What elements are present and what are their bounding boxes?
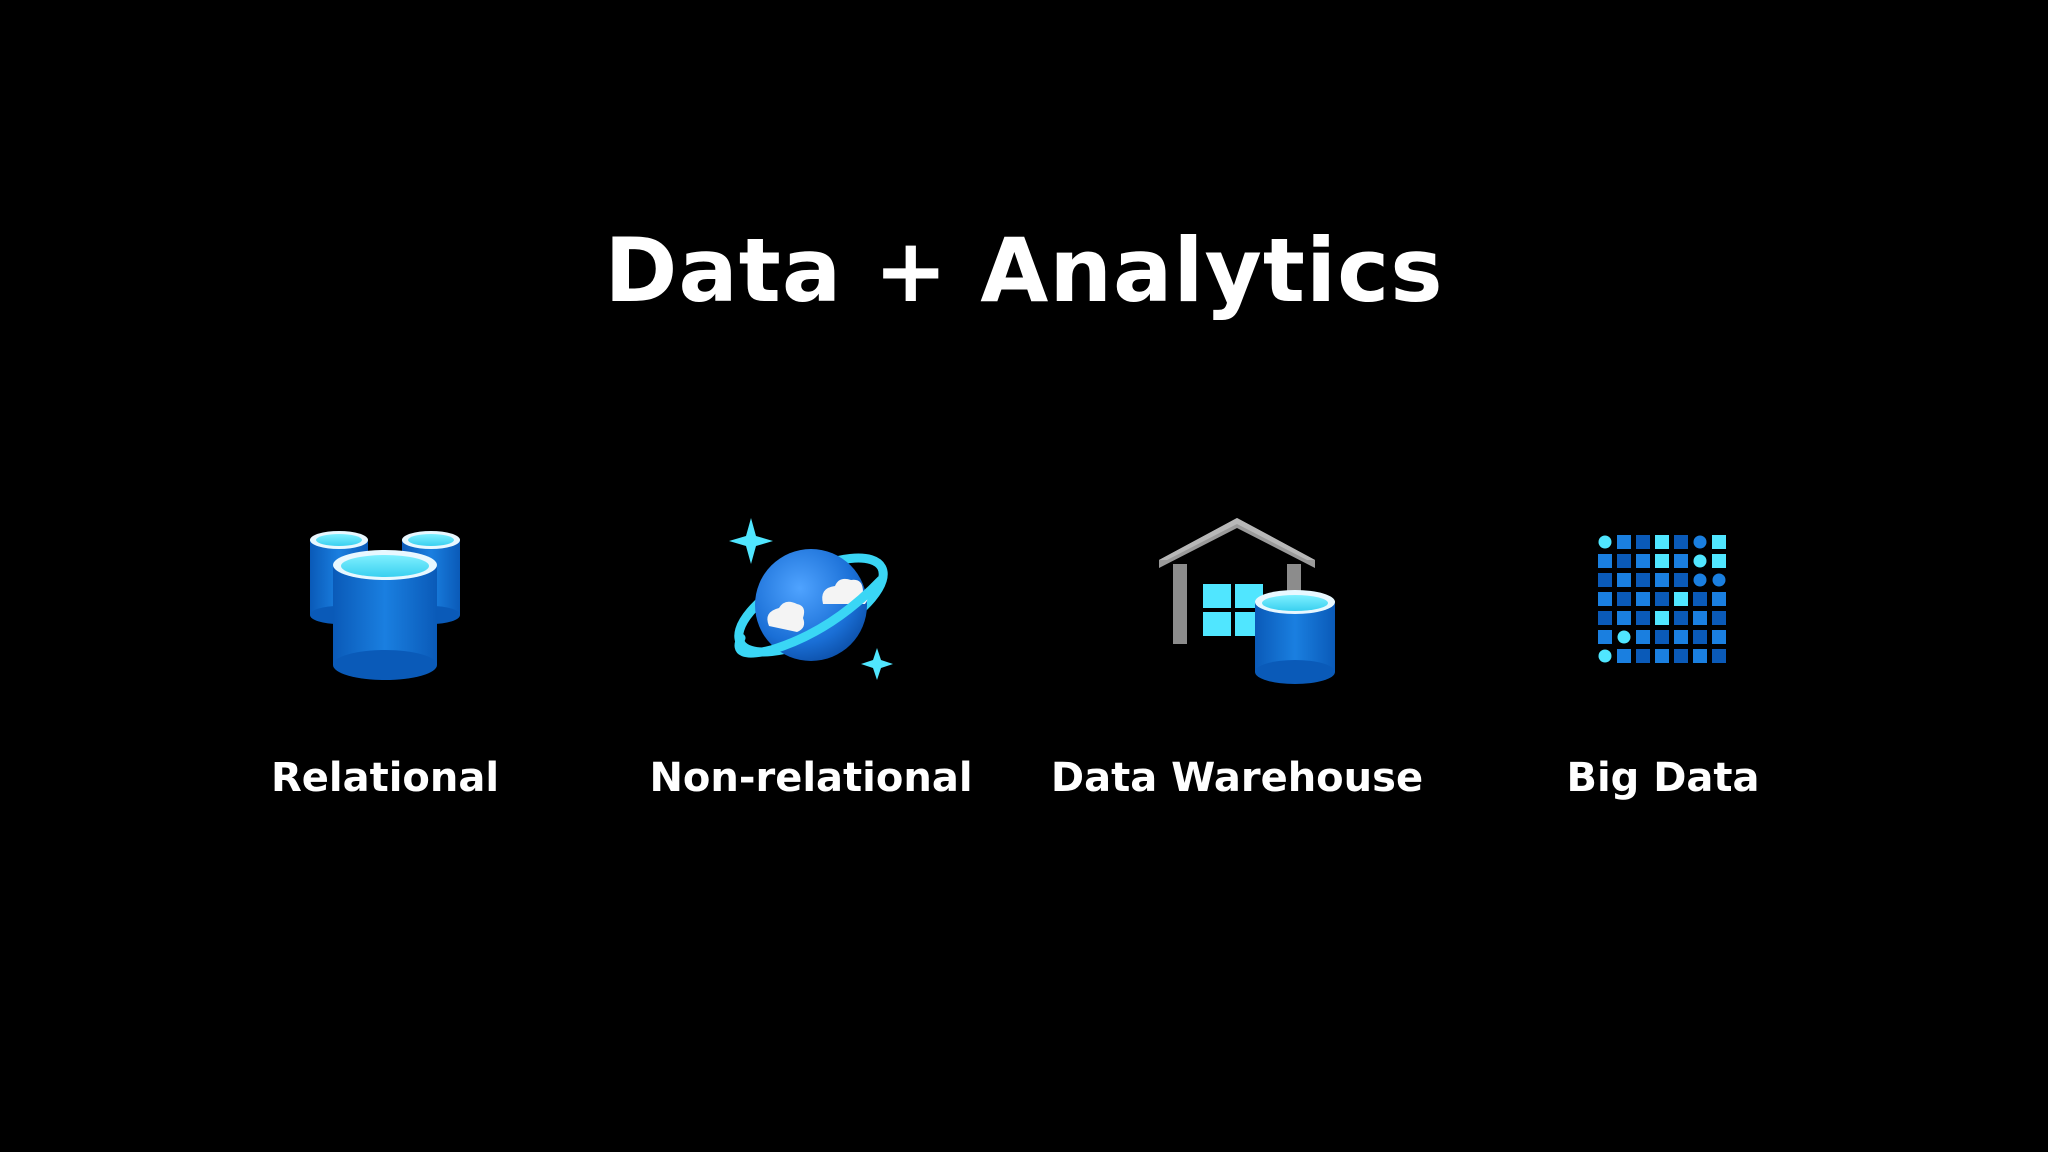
cosmos-db-planet-icon [729,518,893,680]
relational-database-icon [310,531,460,680]
category-non-relational: Non-relational [611,510,1011,810]
category-label: Non-relational [649,755,973,801]
category-big-data: Big Data [1463,510,1863,810]
category-label: Data Warehouse [1050,755,1424,801]
big-data-grid-icon [1598,535,1726,663]
category-label: Relational [270,755,500,801]
slide-title: Data + Analytics [604,219,1444,322]
category-relational: Relational [185,510,585,810]
category-data-warehouse: Data Warehouse [1037,510,1437,810]
category-label: Big Data [1566,755,1760,801]
data-warehouse-icon [1159,518,1335,684]
